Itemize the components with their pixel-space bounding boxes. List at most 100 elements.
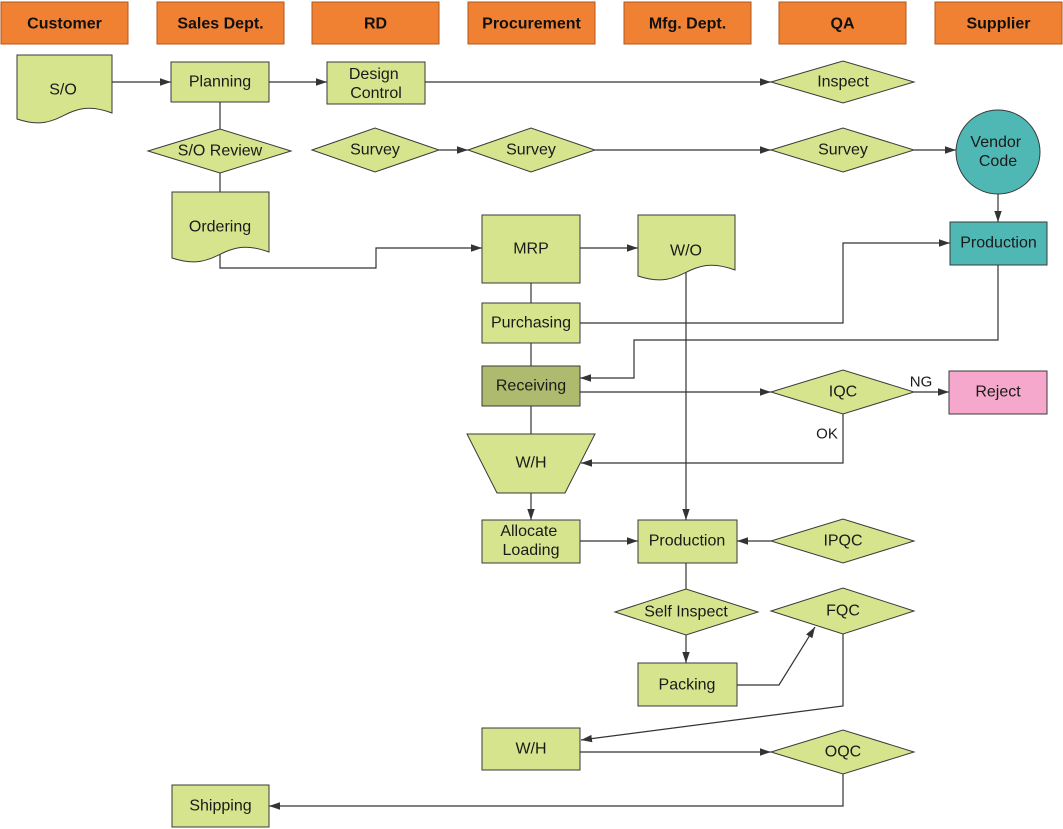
lane-header-box (0, 1, 129, 45)
node-iqc: IQC (769, 369, 916, 415)
decision-diamond (769, 369, 916, 415)
node-wh-storage: W/H (466, 433, 596, 494)
process-box (481, 519, 581, 564)
node-survey-qa: Survey (769, 127, 916, 173)
node-label: Survey (506, 142, 556, 159)
node-label: Reject (975, 384, 1021, 401)
manual-operation-trapezoid (466, 433, 596, 494)
node-so-review: S/O Review (146, 128, 293, 174)
decision-diamond (146, 128, 293, 174)
node-production: Production (637, 519, 738, 564)
node-label: Survey (350, 142, 400, 159)
node-label: Design Control (349, 66, 403, 102)
lane-header-label: Mfg. Dept. (649, 16, 726, 33)
lane-header-label: QA (831, 16, 855, 33)
lane-header-qa: QA (778, 1, 907, 45)
node-label: W/H (515, 455, 546, 472)
node-packing: Packing (637, 662, 738, 707)
process-box (481, 365, 581, 407)
lane-header-label: Sales Dept. (177, 16, 263, 33)
lane-header-label: Supplier (966, 16, 1030, 33)
process-box (948, 370, 1048, 415)
node-label: OQC (825, 744, 861, 761)
process-box (949, 221, 1048, 266)
lane-header-box (311, 1, 440, 45)
decision-diamond (769, 729, 916, 775)
node-ordering: Ordering (171, 191, 270, 263)
process-box (637, 519, 738, 564)
lane-header-label: Procurement (482, 16, 581, 33)
lane-header-box (156, 1, 285, 45)
lane-header-box (623, 1, 752, 45)
process-box (170, 61, 270, 103)
node-mrp: MRP (481, 214, 581, 284)
lane-header-label: Customer (27, 16, 102, 33)
node-so: S/O (16, 54, 113, 124)
node-oqc: OQC (769, 729, 916, 775)
process-box (481, 727, 581, 771)
document-shape (637, 214, 736, 281)
lane-header-procurement: Procurement (467, 1, 596, 45)
node-label: Allocate Loading (500, 523, 561, 559)
node-label: Inspect (817, 74, 869, 91)
lane-header-mfg: Mfg. Dept. (623, 1, 752, 45)
connector-packing-to-fqc (737, 626, 816, 686)
node-label: S/O (49, 82, 77, 99)
node-reject: Reject (948, 370, 1048, 415)
node-fqc: FQC (769, 587, 916, 635)
connector-circle (955, 109, 1041, 195)
decision-diamond (769, 587, 916, 635)
lane-header-box (778, 1, 907, 45)
node-label: MRP (513, 241, 549, 258)
node-label: Shipping (189, 798, 251, 815)
document-shape (16, 54, 113, 124)
lane-header-sales: Sales Dept. (156, 1, 285, 45)
process-box (637, 662, 738, 707)
connector-ordering-to-mrp (219, 244, 482, 269)
node-label-line: Control (350, 85, 402, 102)
node-label-line: Allocate (500, 523, 557, 540)
node-survey-procurement: Survey (466, 127, 597, 173)
node-shipping: Shipping (171, 784, 270, 828)
node-receiving: Receiving (481, 365, 581, 407)
connector-purchasing-to-production-supplier (580, 239, 950, 324)
node-label: Receiving (496, 378, 566, 395)
lane-header-customer: Customer (0, 1, 129, 45)
node-design-control: Design Control (326, 61, 426, 105)
connector-production-supplier-to-receiving (580, 265, 999, 382)
node-label-line: Code (979, 153, 1017, 170)
lane-headers: Customer Sales Dept. RD Procurement Mfg.… (0, 1, 1063, 45)
connector-fqc-to-wh-finished (580, 634, 844, 743)
connector-oqc-to-shipping (269, 774, 844, 810)
process-box (481, 214, 581, 284)
node-label-line: Design (349, 66, 399, 83)
decision-diamond (769, 127, 916, 173)
lane-header-box (467, 1, 596, 45)
connector-iqc-to-wh-storage (581, 414, 844, 467)
process-box (326, 61, 426, 105)
node-self-inspect: Self Inspect (613, 588, 760, 636)
node-label: Ordering (189, 219, 251, 236)
decision-diamond (769, 60, 916, 104)
node-planning: Planning (170, 61, 270, 103)
node-label: IQC (829, 384, 857, 401)
node-label: Survey (818, 142, 868, 159)
lane-header-box (934, 1, 1063, 45)
node-ipqc: IPQC (769, 518, 916, 564)
node-inspect: Inspect (769, 60, 916, 104)
process-box (481, 302, 581, 344)
node-label: S/O Review (178, 143, 263, 160)
node-wh-finished: W/H (481, 727, 581, 771)
node-label: IPQC (823, 533, 862, 550)
node-label: Purchasing (491, 315, 571, 332)
connectors (112, 78, 1002, 810)
node-label: W/O (670, 243, 702, 260)
edge-label-ng: NG (910, 374, 933, 391)
node-label: Production (649, 533, 726, 550)
node-survey-rd: Survey (310, 127, 441, 173)
process-box (171, 784, 270, 828)
node-wo: W/O (637, 214, 736, 281)
node-label-line: Vendor (970, 134, 1021, 151)
